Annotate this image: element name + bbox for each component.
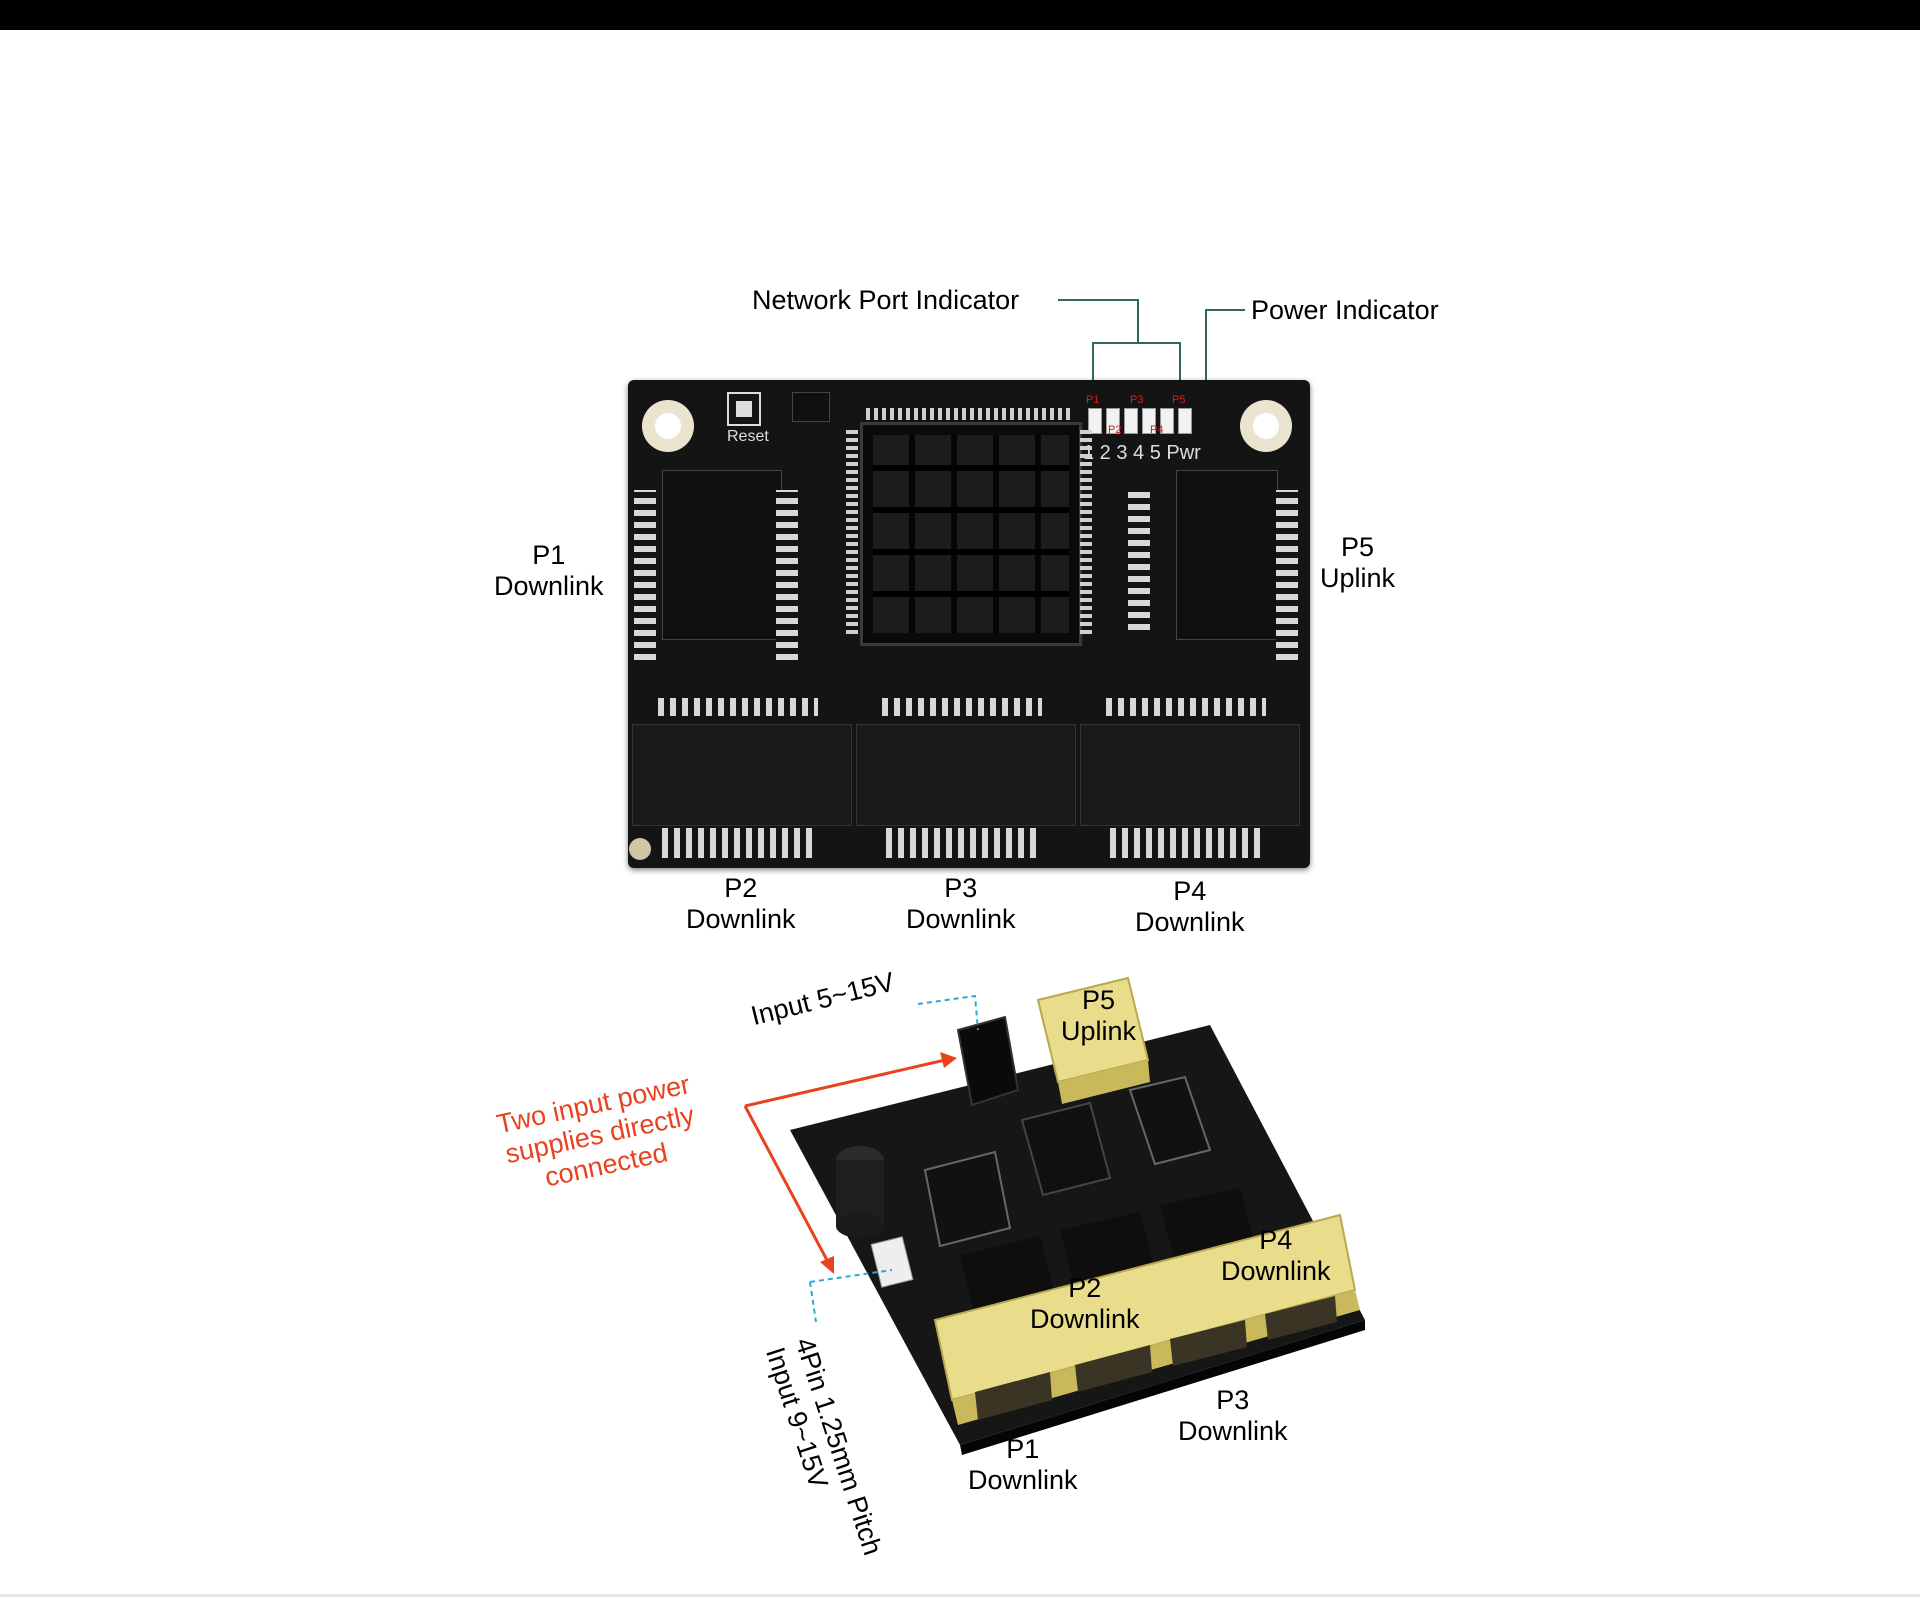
bottom-divider: [0, 1594, 1920, 1597]
transformer-ic: [923, 1150, 1012, 1248]
p2-rj45-port: [1075, 1345, 1152, 1392]
pin-row: [658, 698, 818, 716]
led-p2: [1106, 408, 1120, 434]
led-p4-label: P4: [1150, 424, 1164, 436]
pin-row: [886, 828, 1036, 858]
switch-chip-heatsink: [860, 422, 1082, 646]
led-p1: [1088, 408, 1102, 434]
top-bar: [0, 0, 1920, 30]
pin-row: [1110, 828, 1260, 858]
transformer-ic: [662, 470, 782, 640]
heatsink: [1020, 1101, 1112, 1197]
p1-rj45-port: [975, 1372, 1052, 1420]
led-p2-label: P2: [1108, 424, 1122, 436]
transformer-ic: [1128, 1075, 1212, 1166]
pin-header: [870, 1236, 914, 1288]
led-p5-label: P5: [1172, 394, 1186, 406]
led-number-labels: 1 2 3 4 5 Pwr: [1083, 442, 1201, 464]
pin-row: [776, 490, 798, 660]
port-transformer: [856, 724, 1076, 826]
port-transformer: [1080, 724, 1300, 826]
led-p4: [1142, 408, 1156, 434]
chip-pins: [1080, 428, 1092, 634]
p3-rj45-port: [1170, 1320, 1247, 1366]
port-transformer: [632, 724, 852, 826]
mount-hole: [642, 400, 694, 452]
top-view-board: Reset P1 P3 P5 P2 P4 1 2 3 4 5 Pwr: [628, 380, 1310, 868]
pin-row: [1128, 490, 1150, 630]
network-port-indicator-label: Network Port Indicator: [752, 285, 1020, 315]
pin-row: [882, 698, 1042, 716]
transformer-ic: [1176, 470, 1278, 640]
mount-hole: [1240, 400, 1292, 452]
dc-jack: [956, 1015, 1020, 1107]
chip-pins: [846, 428, 858, 634]
power-indicator-label: Power Indicator: [1251, 295, 1439, 325]
component: [792, 392, 830, 422]
pin-row: [634, 490, 656, 660]
chip-pins: [866, 408, 1070, 420]
mount-hole: [629, 838, 651, 860]
led-p5: [1160, 408, 1174, 434]
pin-row: [1276, 490, 1298, 660]
reset-switch: [727, 392, 761, 426]
led-pwr: [1178, 408, 1192, 434]
p4-rj45-port: [1265, 1296, 1337, 1340]
reset-silk-label: Reset: [727, 428, 769, 445]
pin-row: [1106, 698, 1266, 716]
pin-row: [662, 828, 812, 858]
led-p3-label: P3: [1130, 394, 1144, 406]
led-p1-label: P1: [1086, 394, 1100, 406]
led-p3: [1124, 408, 1138, 434]
